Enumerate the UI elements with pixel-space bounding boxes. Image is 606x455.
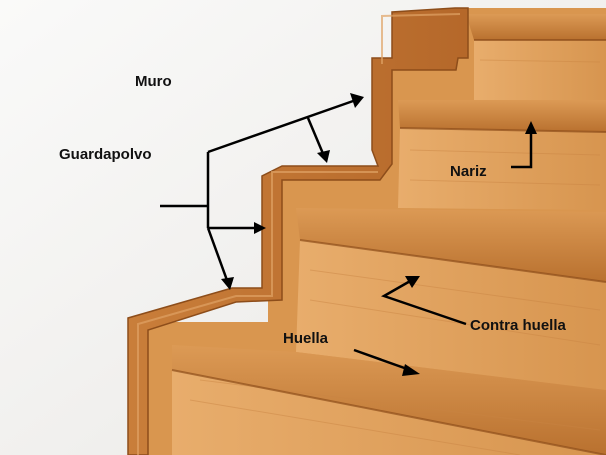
guardapolvo-arrow-lower	[206, 227, 230, 284]
huella-arrow	[353, 348, 411, 372]
nosing-shadows	[171, 39, 606, 455]
label-huella: Huella	[283, 330, 329, 347]
step-top-tread	[466, 14, 606, 40]
guardapolvo-arrow-upper	[207, 98, 357, 154]
arrowhead-contra	[405, 276, 420, 288]
step-2-tread	[172, 345, 606, 455]
nariz-arrow	[511, 130, 533, 169]
arrowhead-nariz	[525, 121, 537, 134]
arrowhead-huella	[402, 364, 420, 376]
label-nariz: Nariz	[450, 163, 487, 180]
label-guardapolvo: Guardapolvo	[59, 146, 152, 163]
arrowhead-lower	[221, 277, 234, 290]
arrowheads	[221, 93, 537, 376]
wood-grain	[189, 59, 601, 455]
contra-huella-arrow	[380, 278, 467, 326]
arrowhead-middle	[254, 222, 266, 234]
annotation-lines	[160, 98, 533, 372]
guardapolvo-arrow-small	[306, 117, 326, 157]
label-muro: Muro	[135, 73, 172, 90]
label-contra-huella: Contra huella	[470, 317, 566, 334]
step-3-riser	[296, 240, 606, 390]
skirting-board	[127, 7, 469, 455]
step-4-tread	[398, 100, 606, 132]
arrowhead-upper	[350, 93, 364, 108]
step-4-riser	[398, 128, 606, 210]
step-top-riser	[474, 40, 606, 100]
guardapolvo-bracket	[160, 152, 210, 228]
step-3-tread	[296, 208, 606, 282]
arrowhead-small	[317, 150, 330, 163]
